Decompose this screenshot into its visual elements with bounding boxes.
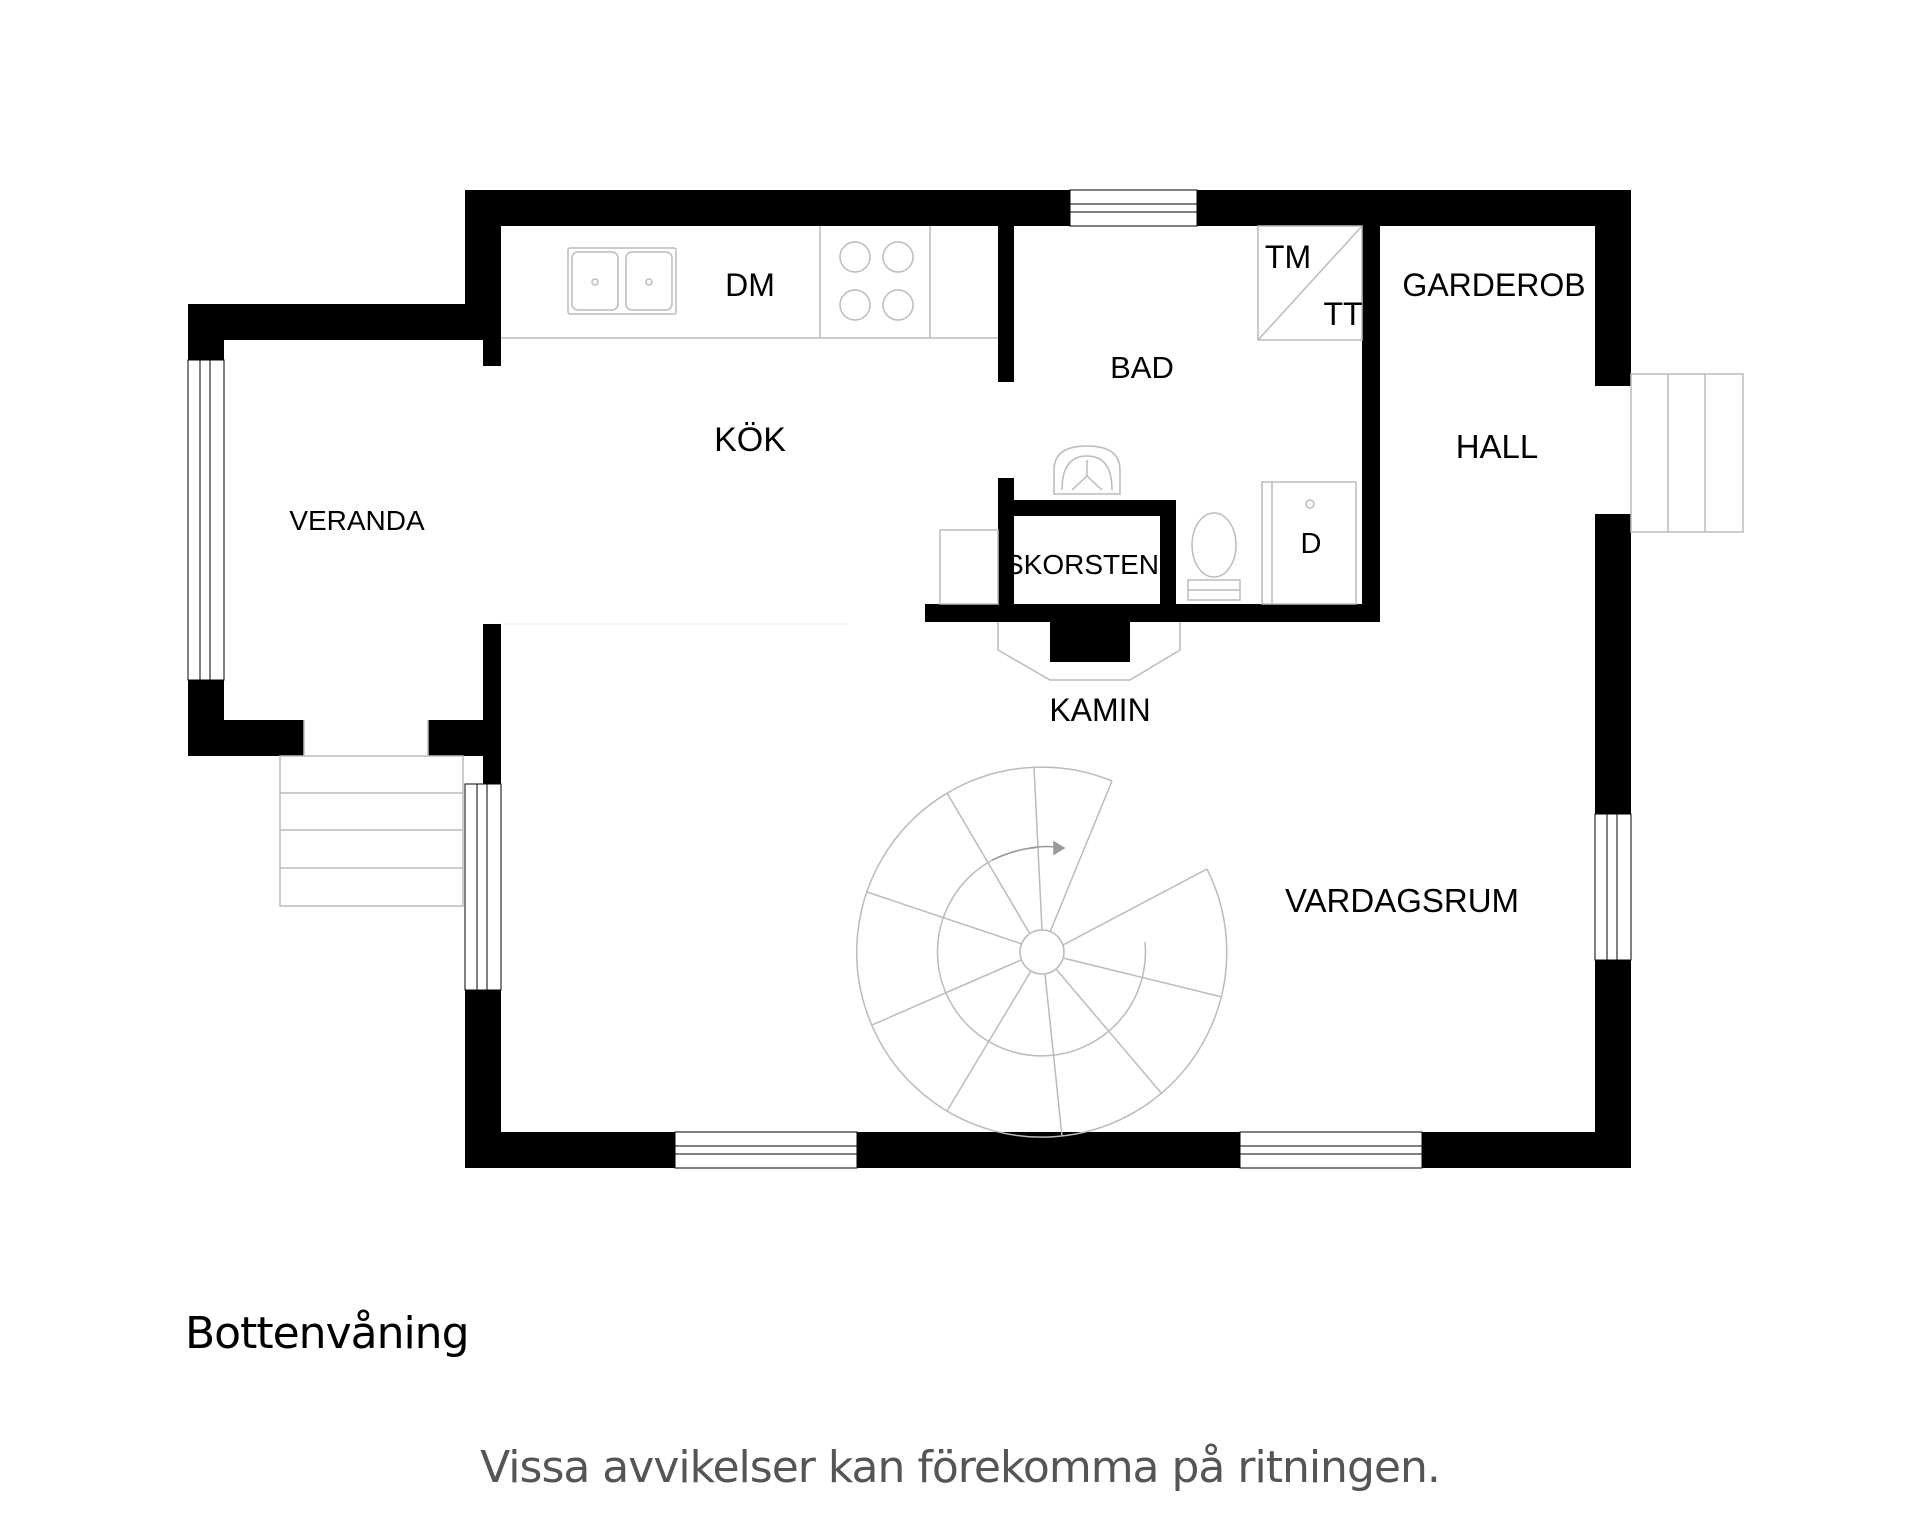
- disclaimer-text: Vissa avvikelser kan förekomma på ritnin…: [480, 1442, 1441, 1493]
- label-kamin: KAMIN: [1049, 692, 1150, 728]
- label-skorsten: SKORSTEN: [1005, 549, 1159, 580]
- window-living-left: [464, 783, 502, 991]
- spiral-staircase: [855, 766, 1228, 1138]
- bath-fixtures: [1053, 225, 1363, 605]
- kitchen-counter: [501, 226, 998, 339]
- sink-icon: [567, 247, 677, 315]
- entrance-steps: [279, 373, 1744, 907]
- window-top: [1069, 189, 1198, 227]
- label-hall: HALL: [1456, 428, 1539, 465]
- window-bottom-left: [674, 1131, 858, 1169]
- label-bad: BAD: [1110, 350, 1174, 385]
- label-vardagsrum: VARDAGSRUM: [1285, 882, 1519, 919]
- windows: [187, 189, 1632, 1169]
- fireplace-outline: [939, 529, 1181, 681]
- stove-icon: [839, 241, 914, 321]
- label-tt: TT: [1323, 296, 1362, 332]
- label-tm: TM: [1265, 239, 1311, 275]
- window-veranda: [187, 359, 225, 681]
- interior-walls: [925, 226, 1380, 662]
- label-dm: DM: [725, 267, 775, 303]
- laundry-box: [1257, 225, 1363, 341]
- window-bottom-right: [1239, 1131, 1423, 1169]
- label-kok: KÖK: [714, 421, 786, 459]
- floor-title: Bottenvåning: [185, 1308, 469, 1359]
- label-d: D: [1301, 528, 1322, 560]
- washbasin-icon: [1053, 445, 1121, 495]
- exterior-walls: [188, 190, 1631, 1168]
- shower-icon: [1261, 481, 1357, 605]
- toilet-icon: [1187, 512, 1241, 601]
- window-right: [1594, 813, 1632, 961]
- label-garderob: GARDEROB: [1402, 267, 1585, 303]
- room-labels: DM KÖK BAD TM TT GARDEROB HALL VERANDA S…: [289, 239, 1585, 919]
- label-veranda: VERANDA: [289, 505, 425, 536]
